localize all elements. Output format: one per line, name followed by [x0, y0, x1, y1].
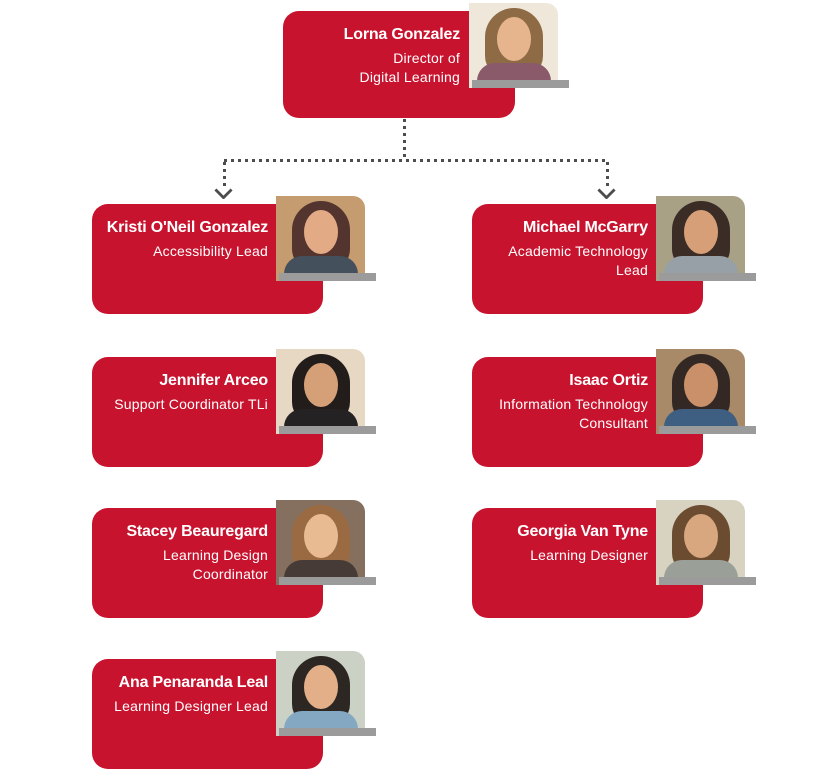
- avatar: [656, 196, 745, 281]
- card-text: Jennifer Arceo Support Coordinator TLi: [96, 370, 268, 414]
- person-title-line: Director of: [393, 50, 460, 66]
- avatar-face: [496, 17, 531, 61]
- profile-photo: [656, 349, 756, 434]
- org-card-support-coordinator: Jennifer Arceo Support Coordinator TLi: [92, 349, 376, 467]
- person-title-line: Information Technology: [499, 396, 648, 412]
- profile-photo: [276, 196, 376, 281]
- person-title-line: Consultant: [579, 415, 648, 431]
- photo-shadow-bar: [659, 426, 756, 434]
- person-name: Michael McGarry: [522, 219, 648, 236]
- person-name: Ana Penaranda Leal: [118, 674, 269, 691]
- avatar: [469, 3, 558, 88]
- avatar: [276, 196, 365, 281]
- card-text: Michael McGarry Academic Technology Lead: [476, 217, 648, 280]
- photo-shadow-bar: [472, 80, 569, 88]
- person-title-line: Accessibility Lead: [153, 243, 268, 259]
- photo-shadow-bar: [279, 577, 376, 585]
- org-card-academic-technology-lead: Michael McGarry Academic Technology Lead: [472, 196, 756, 314]
- profile-photo: [276, 651, 376, 736]
- org-card-it-consultant: Isaac Ortiz Information Technology Consu…: [472, 349, 756, 467]
- person-title-line: Learning Design: [163, 547, 268, 563]
- connector-root-stem: [403, 119, 406, 159]
- person-name: Isaac Ortiz: [569, 372, 648, 389]
- profile-photo: [656, 196, 756, 281]
- card-text: Georgia Van Tyne Learning Designer: [476, 521, 648, 565]
- avatar: [656, 349, 745, 434]
- person-title-line: Digital Learning: [359, 69, 460, 85]
- person-title-line: Learning Designer Lead: [114, 698, 268, 714]
- photo-shadow-bar: [279, 273, 376, 281]
- avatar-face: [303, 363, 338, 407]
- org-card-learning-design-coordinator: Stacey Beauregard Learning Design Coordi…: [92, 500, 376, 618]
- photo-shadow-bar: [279, 728, 376, 736]
- person-name: Lorna Gonzalez: [343, 26, 461, 43]
- card-text: Ana Penaranda Leal Learning Designer Lea…: [96, 672, 268, 716]
- profile-photo: [276, 349, 376, 434]
- org-card-accessibility-lead: Kristi O'Neil Gonzalez Accessibility Lea…: [92, 196, 376, 314]
- org-card-director: Lorna Gonzalez Director of Digital Learn…: [283, 3, 569, 118]
- avatar: [276, 500, 365, 585]
- card-text: Stacey Beauregard Learning Design Coordi…: [96, 521, 268, 584]
- person-name: Jennifer Arceo: [159, 372, 268, 389]
- avatar-face: [683, 363, 718, 407]
- org-card-learning-designer-lead: Ana Penaranda Leal Learning Designer Lea…: [92, 651, 376, 769]
- avatar-face: [303, 514, 338, 558]
- person-name: Georgia Van Tyne: [517, 523, 648, 540]
- card-text: Lorna Gonzalez Director of Digital Learn…: [287, 24, 461, 87]
- photo-shadow-bar: [659, 273, 756, 281]
- org-card-learning-designer: Georgia Van Tyne Learning Designer: [472, 500, 756, 618]
- arrow-down-left-icon: [214, 181, 233, 200]
- avatar: [276, 349, 365, 434]
- photo-shadow-bar: [659, 577, 756, 585]
- person-title-line: Coordinator: [192, 566, 268, 582]
- profile-photo: [469, 3, 569, 88]
- person-title-line: Learning Designer: [530, 547, 648, 563]
- avatar-face: [683, 210, 718, 254]
- avatar: [656, 500, 745, 585]
- avatar-face: [683, 514, 718, 558]
- person-name: Kristi O'Neil Gonzalez: [106, 219, 268, 236]
- connector-crossbar: [224, 159, 609, 162]
- avatar: [276, 651, 365, 736]
- person-title-line: Support Coordinator TLi: [114, 396, 268, 412]
- avatar-face: [303, 210, 338, 254]
- person-title-line: Academic Technology: [508, 243, 648, 259]
- connector-drop-right: [606, 162, 609, 186]
- arrow-down-right-icon: [597, 181, 616, 200]
- avatar-face: [303, 665, 338, 709]
- card-text: Isaac Ortiz Information Technology Consu…: [476, 370, 648, 433]
- profile-photo: [276, 500, 376, 585]
- connector-drop-left: [223, 162, 226, 186]
- person-name: Stacey Beauregard: [126, 523, 268, 540]
- profile-photo: [656, 500, 756, 585]
- person-title-line: Lead: [616, 262, 648, 278]
- card-text: Kristi O'Neil Gonzalez Accessibility Lea…: [96, 217, 268, 261]
- photo-shadow-bar: [279, 426, 376, 434]
